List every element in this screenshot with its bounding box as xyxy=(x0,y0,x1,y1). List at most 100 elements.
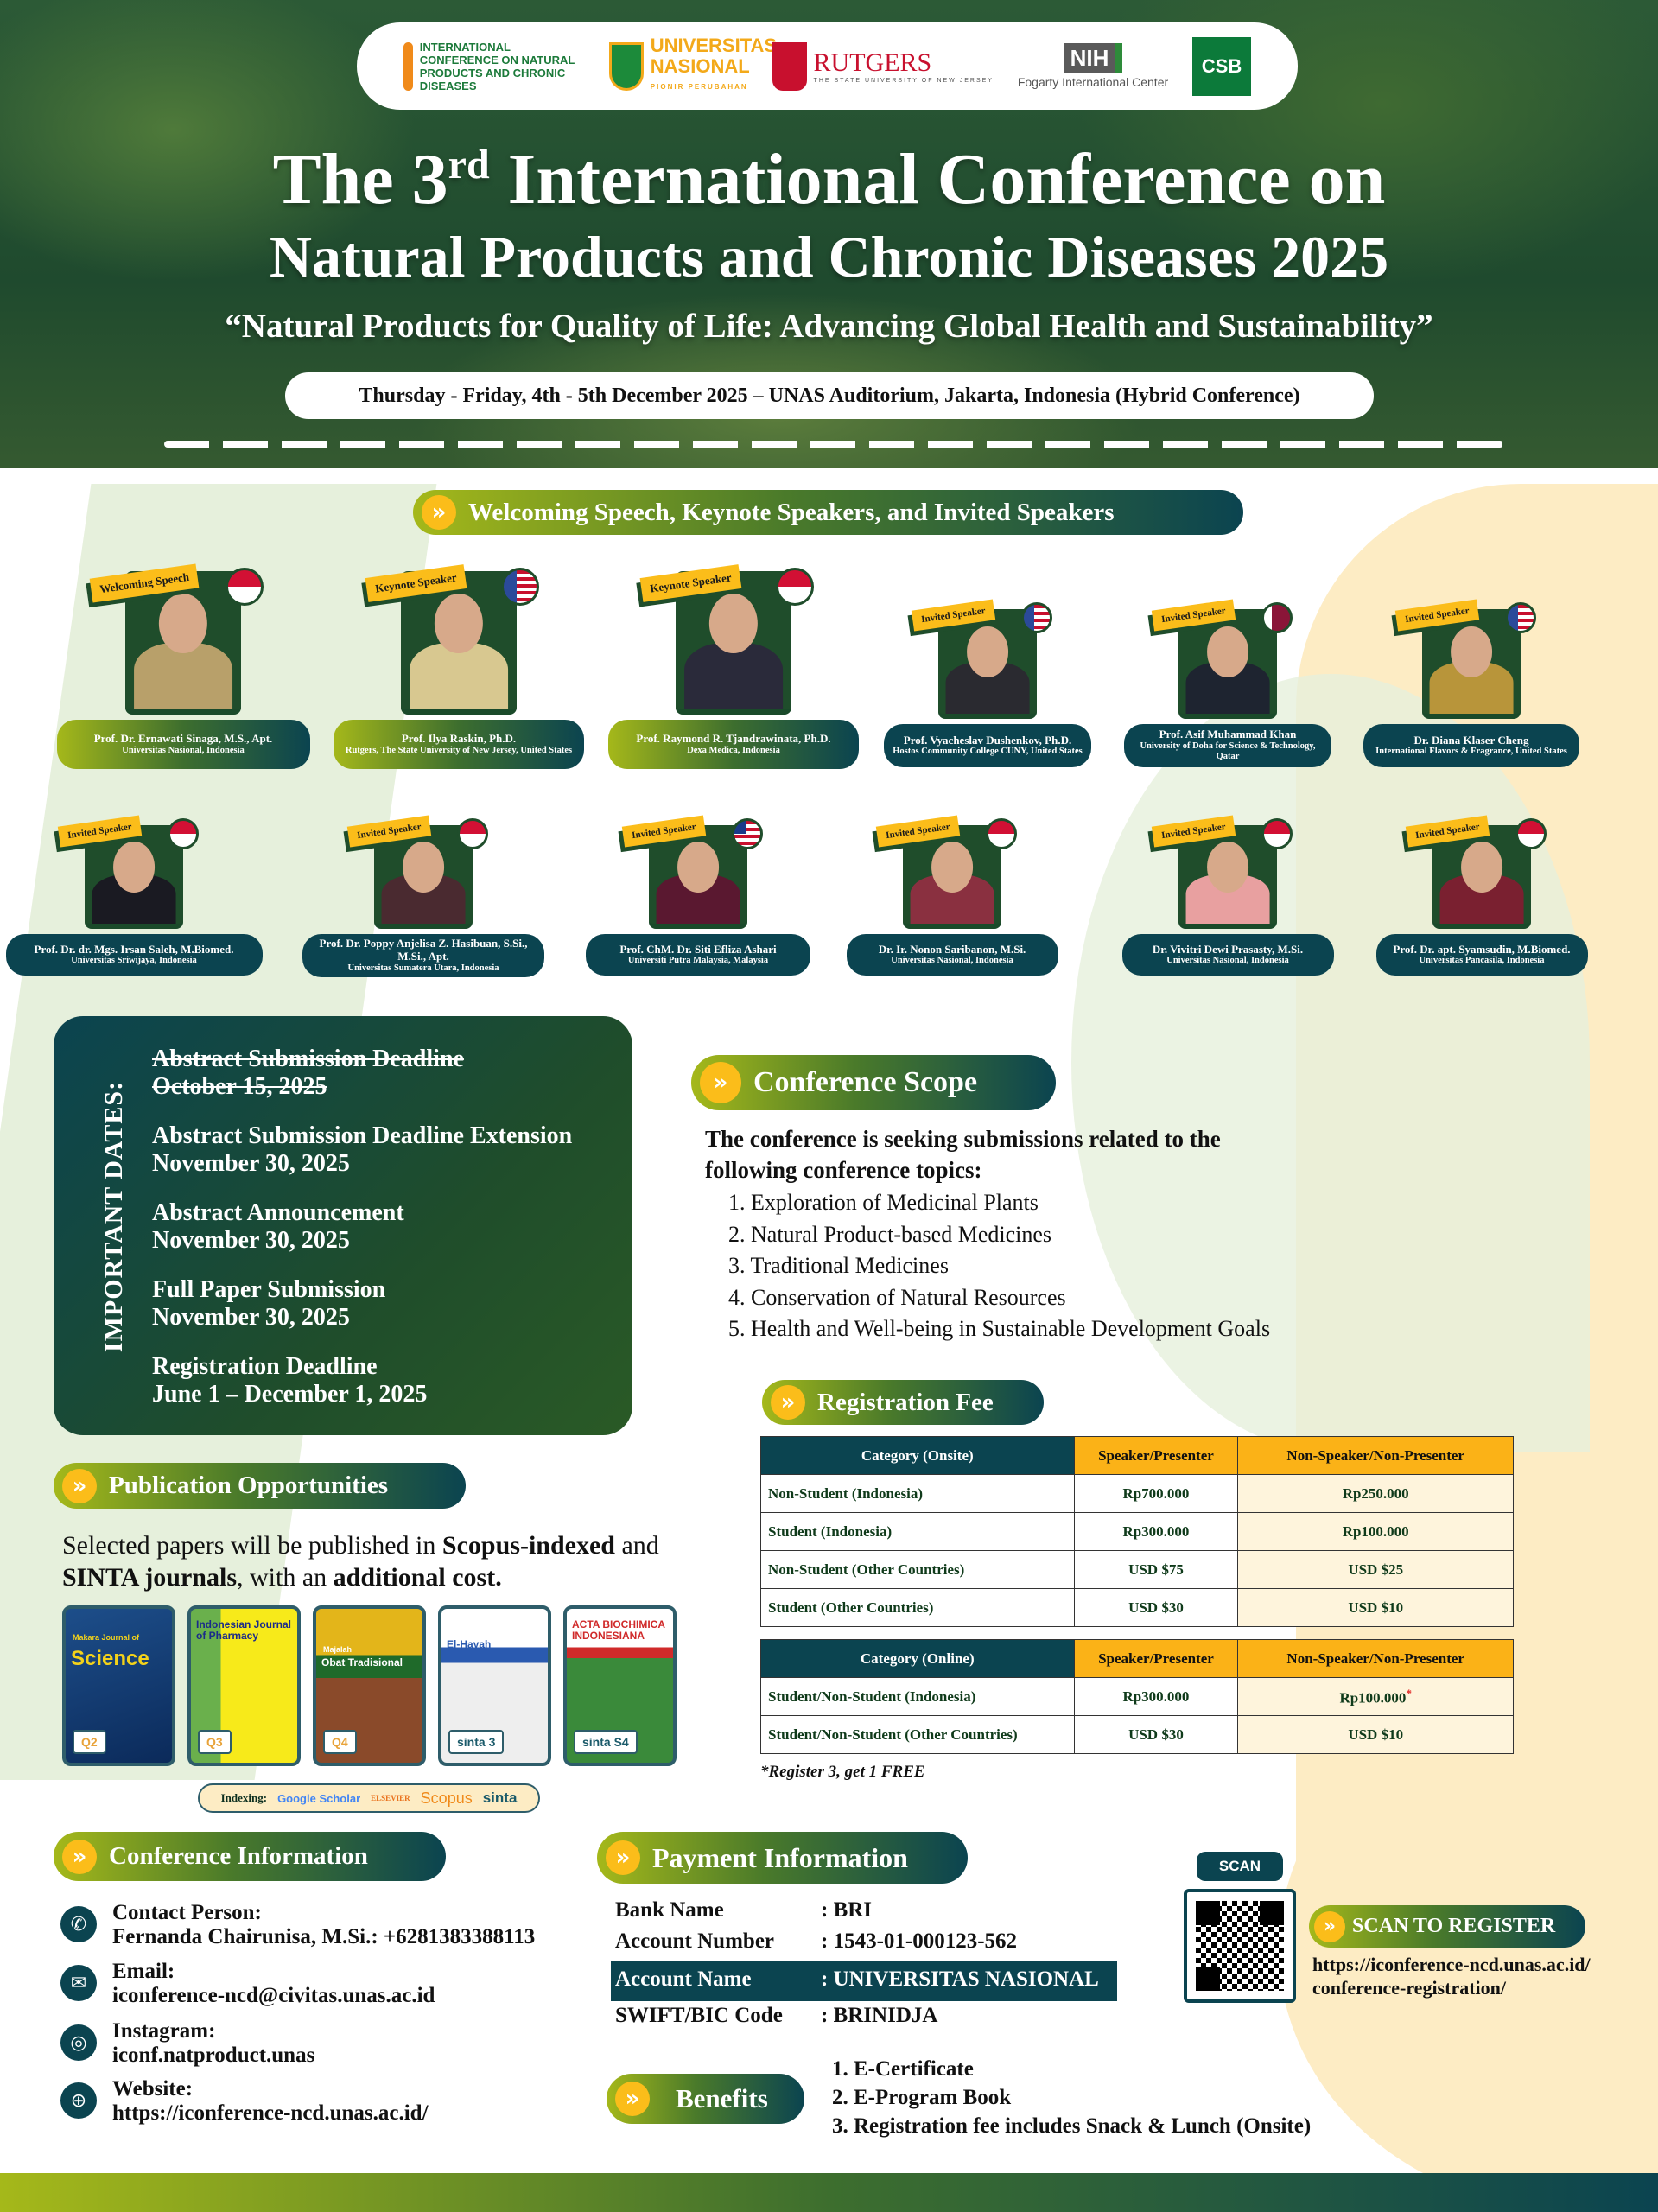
contact-item[interactable]: Website:https://iconference-ncd.unas.ac.… xyxy=(112,2077,429,2126)
important-dates-panel: IMPORTANT DATES: Abstract Submission Dea… xyxy=(54,1016,632,1435)
person-head xyxy=(403,841,444,893)
important-dates-heading: IMPORTANT DATES: xyxy=(99,1080,128,1353)
person-silhouette xyxy=(410,642,508,709)
speaker-name: Prof. Dr. Ernawati Sinaga, M.S., Apt. xyxy=(93,732,273,745)
fee-cell: USD $75 xyxy=(1073,1550,1239,1589)
contact-item: Contact Person:Fernanda Chairunisa, M.Si… xyxy=(112,1901,535,1949)
date-label: Full Paper Submission xyxy=(152,1276,386,1303)
speaker-name-box: Prof. Dr. dr. Mgs. Irsan Saleh, M.Biomed… xyxy=(5,934,263,976)
chevron-right-icon: » xyxy=(700,1062,741,1103)
contact-item[interactable]: Email:iconference-ncd@civitas.unas.ac.id xyxy=(112,1960,435,2008)
date-value: October 15, 2025 xyxy=(152,1073,327,1100)
fee-value: Rp100.000 xyxy=(1339,1689,1407,1707)
speaker-name-box: Prof. Raymond R. Tjandrawinata, Ph.D. De… xyxy=(608,720,859,769)
title-pre: The 3 xyxy=(272,139,448,219)
contact-value[interactable]: iconf.natproduct.unas xyxy=(112,2044,315,2067)
registration-url-line2[interactable]: conference-registration/ xyxy=(1312,1977,1506,1999)
registration-title: Registration Fee xyxy=(817,1388,994,1416)
registration-url[interactable]: https://iconference-ncd.unas.ac.id/ conf… xyxy=(1312,1953,1591,1999)
fee-header-cell: Non-Speaker/Non-Presenter xyxy=(1237,1639,1514,1678)
contact-value[interactable]: iconference-ncd@civitas.unas.ac.id xyxy=(112,1984,435,2007)
fee-row: Student/Non-Student (Other Countries)USD… xyxy=(760,1715,1514,1754)
hero-banner: INTERNATIONAL CONFERENCE ON NATURAL PROD… xyxy=(0,0,1658,468)
leaf-icon xyxy=(403,41,413,91)
speaker-affiliation: Universitas Nasional, Indonesia xyxy=(122,745,245,755)
speakers-section-header: » Welcoming Speech, Keynote Speakers, an… xyxy=(413,490,1243,535)
speaker-name: Prof. Dr. dr. Mgs. Irsan Saleh, M.Biomed… xyxy=(34,942,234,956)
fee-cell: USD $25 xyxy=(1237,1550,1514,1589)
pub-text-3: , with an xyxy=(237,1563,334,1592)
chevron-right-icon: » xyxy=(606,1840,640,1875)
qr-pattern xyxy=(1196,1901,1284,1991)
scan-to-register-button[interactable]: » SCAN TO REGISTER xyxy=(1309,1905,1585,1948)
instagram-icon: ◎ xyxy=(60,2024,97,2061)
fee-value: Non-Student (Indonesia) xyxy=(768,1484,924,1502)
benefit-item: 2. E-Program Book xyxy=(832,2086,1012,2109)
indonesia-flag-icon xyxy=(776,568,814,606)
publication-text: Selected papers will be published in Sco… xyxy=(62,1529,702,1593)
journal-title: ACTA BIOCHIMICA INDONESIANA xyxy=(572,1618,665,1643)
speaker-photo xyxy=(85,825,183,929)
speaker-name-box: Prof. Ilya Raskin, Ph.D. Rutgers, The St… xyxy=(334,720,584,769)
contact-value[interactable]: https://iconference-ncd.unas.ac.id/ xyxy=(112,2101,429,2125)
fee-cell: Non-Student (Indonesia) xyxy=(760,1474,1075,1513)
payment-section-header: » Payment Information xyxy=(597,1832,968,1884)
speaker-affiliation: Universitas Nasional, Indonesia xyxy=(1166,956,1289,966)
bank-label: Bank Name xyxy=(615,1898,724,1922)
indonesia-flag-icon xyxy=(226,568,264,606)
bank-value: : 1543-01-000123-562 xyxy=(821,1929,1018,1953)
indexing-bar: Indexing: Google Scholar ELSEVIER Scopus… xyxy=(198,1783,540,1813)
benefits-title: Benefits xyxy=(676,2083,768,2113)
speaker-name: Dr. Vivitri Dewi Prasasty, M.Si. xyxy=(1152,942,1304,956)
speaker-name: Dr. Diana Klaser Cheng xyxy=(1413,733,1529,747)
title-post: International Conference on xyxy=(489,139,1386,219)
person-head xyxy=(113,841,155,893)
speaker-name-box: Prof. ChM. Dr. Siti Efliza Ashari Univer… xyxy=(586,934,810,976)
publication-title: Publication Opportunities xyxy=(109,1471,389,1499)
scope-intro: The conference is seeking submissions re… xyxy=(705,1126,1221,1183)
registration-note: *Register 3, get 1 FREE xyxy=(760,1763,925,1781)
person-head xyxy=(1451,626,1492,678)
google-scholar-logo: Google Scholar xyxy=(277,1791,361,1805)
scope-section-header: » Conference Scope xyxy=(691,1055,1056,1110)
journal-cover: Indonesian Journal of Pharmacy Q3 xyxy=(187,1605,301,1766)
benefits-section-header: » Benefits xyxy=(607,2074,804,2124)
fee-header-cell: Non-Speaker/Non-Presenter xyxy=(1237,1436,1514,1475)
contact-item[interactable]: Instagram:iconf.natproduct.unas xyxy=(112,2019,314,2068)
speaker-photo xyxy=(1432,825,1531,929)
fee-value: USD $30 xyxy=(1128,1726,1184,1743)
date-label: Abstract Submission Deadline Extension xyxy=(152,1122,573,1149)
unas-logo-text: UNIVERSITAS NASIONAL xyxy=(650,34,778,77)
fee-cell: Student (Other Countries) xyxy=(760,1588,1075,1627)
qr-code[interactable] xyxy=(1184,1889,1296,2003)
speaker-affiliation: International Flavors & Fragrance, Unite… xyxy=(1375,747,1567,757)
malaysia-flag-icon xyxy=(732,818,763,849)
person-head xyxy=(1207,841,1248,893)
scan-to-register-label: SCAN TO REGISTER xyxy=(1352,1915,1556,1937)
person-head xyxy=(931,841,973,893)
speaker-photo xyxy=(125,571,241,715)
contact-title: Conference Information xyxy=(109,1842,368,1870)
journal-title: Science xyxy=(71,1647,149,1670)
registration-url-line1[interactable]: https://iconference-ncd.unas.ac.id/ xyxy=(1312,1954,1591,1975)
person-silhouette xyxy=(134,642,232,709)
unas-logo-sub: PIONIR PERUBAHAN xyxy=(650,82,748,91)
date-value: November 30, 2025 xyxy=(152,1304,350,1331)
journal-rank-badge: Q2 xyxy=(73,1730,106,1754)
person-head xyxy=(677,841,719,893)
pub-text-cost: additional cost. xyxy=(333,1563,502,1592)
registration-section-header: » Registration Fee xyxy=(762,1380,1044,1425)
rutgers-logo-text: RUTGERS xyxy=(813,48,932,77)
fee-header-cell: Speaker/Presenter xyxy=(1073,1639,1239,1678)
rutgers-logo-sub: THE STATE UNIVERSITY OF NEW JERSEY xyxy=(813,78,994,84)
chevron-right-icon: » xyxy=(422,495,456,530)
fee-value: USD $75 xyxy=(1128,1560,1184,1578)
nih-logo-box: NIH xyxy=(1063,43,1123,73)
speaker-affiliation: Universitas Sumatera Utara, Indonesia xyxy=(347,963,499,973)
usa-flag-icon xyxy=(1505,602,1536,633)
